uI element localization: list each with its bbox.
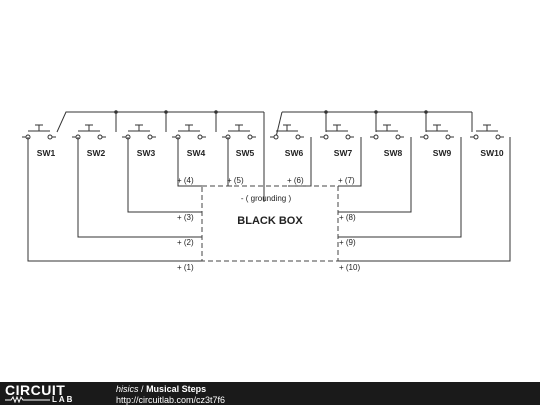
footer-bar: CIRCUIT LAB hisics / Musical Steps http:… — [0, 382, 540, 405]
pin-label-2: + (2) — [177, 238, 194, 247]
switch-label-sw8: SW8 — [384, 148, 403, 158]
pushbutton-switch-sw1 — [22, 124, 56, 140]
circuitlab-logo-sub: LAB — [52, 395, 75, 404]
pin-label-9: + (9) — [339, 238, 356, 247]
pin-label-1: + (1) — [177, 263, 194, 272]
pushbutton-switch-sw10 — [470, 124, 504, 140]
pushbutton-switch-sw2 — [72, 124, 106, 140]
switch-label-sw4: SW4 — [187, 148, 206, 158]
circuit-title: hisics / Musical Steps — [116, 384, 206, 394]
logo-waveform-icon — [5, 396, 50, 403]
schematic-diagram: SW1 SW2 SW3 SW4 SW5 SW6 SW7 SW8 SW9 SW10… — [22, 110, 511, 272]
pushbutton-switch-sw3 — [122, 124, 156, 140]
switch-label-sw3: SW3 — [137, 148, 156, 158]
pushbutton-switch-sw5 — [222, 124, 256, 140]
title-separator: / — [141, 384, 144, 394]
circuit-url[interactable]: http://circuitlab.com/cz3t7f6 — [116, 395, 226, 405]
circuit-name[interactable]: Musical Steps — [146, 384, 207, 394]
pin-label-8: + (8) — [339, 213, 356, 222]
circuitlab-logo[interactable]: CIRCUIT — [5, 382, 66, 398]
pin-label-4: + (4) — [177, 176, 194, 185]
switch-label-sw1: SW1 — [37, 148, 56, 158]
pin-label-7: + (7) — [338, 176, 355, 185]
switch-label-sw9: SW9 — [433, 148, 452, 158]
pin-label-5: + (5) — [227, 176, 244, 185]
pin-label-6: + (6) — [287, 176, 304, 185]
grounding-label: - ( grounding ) — [241, 194, 292, 203]
pin-label-3: + (3) — [177, 213, 194, 222]
black-box-label: BLACK BOX — [237, 215, 303, 227]
pin-label-10: + (10) — [339, 263, 360, 272]
switch-label-sw10: SW10 — [480, 148, 503, 158]
switch-label-sw2: SW2 — [87, 148, 106, 158]
switch-label-sw6: SW6 — [285, 148, 304, 158]
switch-group — [22, 112, 504, 140]
author-name[interactable]: hisics — [116, 384, 139, 394]
switch-labels: SW1 SW2 SW3 SW4 SW5 SW6 SW7 SW8 SW9 SW10 — [37, 148, 504, 158]
pushbutton-switch-sw8 — [370, 124, 404, 140]
pushbutton-switch-sw6 — [270, 124, 304, 140]
junction-dots — [114, 110, 428, 139]
common-bus — [56, 111, 472, 202]
pin-labels: + (1) + (2) + (3) + (4) + (5) + (6) + (7… — [177, 176, 360, 272]
pushbutton-switch-sw7 — [320, 124, 354, 140]
black-box — [201, 185, 339, 262]
switch-label-sw7: SW7 — [334, 148, 353, 158]
output-wires — [27, 137, 511, 262]
pushbutton-switch-sw9 — [420, 124, 454, 140]
switch-label-sw5: SW5 — [236, 148, 255, 158]
pushbutton-switch-sw4 — [172, 124, 206, 140]
